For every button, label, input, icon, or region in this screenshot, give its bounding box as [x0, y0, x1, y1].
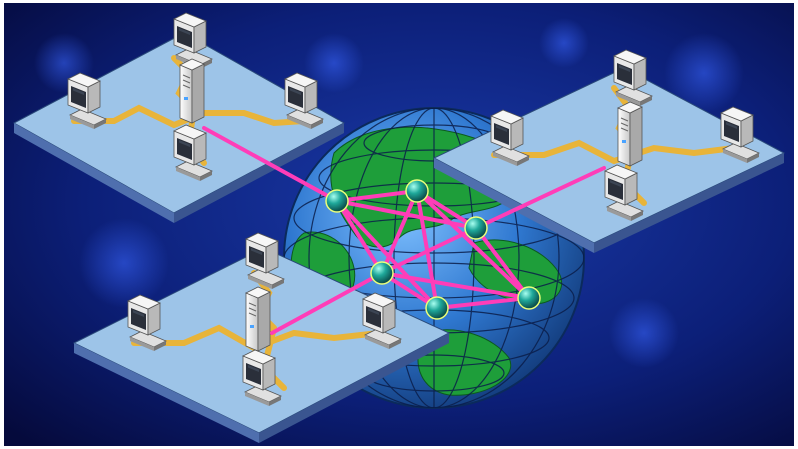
wan-link — [474, 226, 531, 300]
router-node — [325, 189, 349, 213]
network-diagram — [4, 3, 794, 446]
wan-link — [415, 189, 531, 300]
network-diagram-frame — [4, 3, 794, 446]
router-node — [517, 286, 541, 310]
wan-link — [335, 199, 384, 275]
router-nodes — [325, 179, 541, 320]
wan-link — [335, 199, 439, 310]
uplink-lan-top-left — [202, 126, 339, 203]
wan-link — [380, 189, 419, 275]
router-node — [464, 216, 488, 240]
uplink-lan-bottom-left — [270, 271, 384, 335]
wan-link — [380, 226, 478, 275]
wan-link — [380, 271, 531, 300]
background-glows — [34, 18, 744, 368]
router-node — [370, 261, 394, 285]
router-node — [405, 179, 429, 203]
lan-platform-top-left — [12, 12, 346, 223]
router-node — [425, 296, 449, 320]
wan-link — [435, 296, 531, 310]
uplink-lan-right — [474, 166, 606, 230]
server-tower — [179, 58, 205, 124]
lan-platform-right — [432, 49, 786, 253]
lan-platform-bottom-left — [72, 232, 451, 443]
server-tower — [245, 286, 271, 352]
server-tower — [617, 101, 643, 167]
wan-link — [335, 189, 419, 203]
